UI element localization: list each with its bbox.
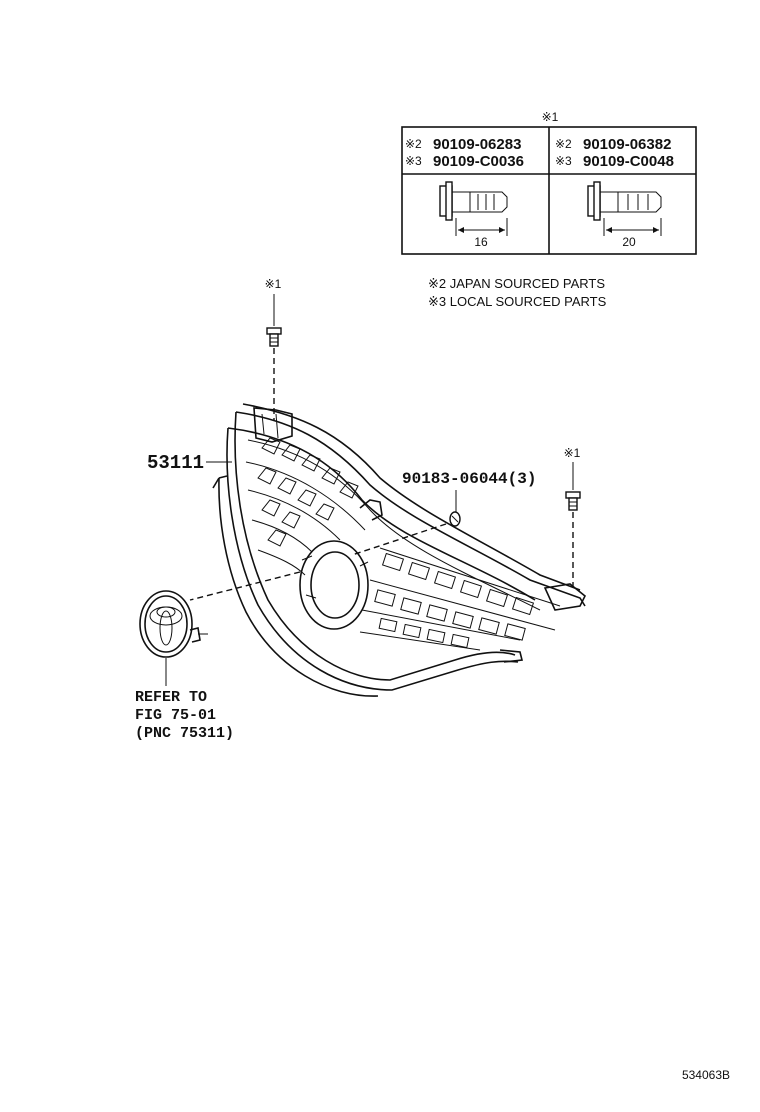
col2-row1-mark: ※2 [555,137,572,151]
bolt-left-icon [266,327,282,347]
bolt-20-icon [587,181,662,236]
note-local-sourced: ※3 LOCAL SOURCED PARTS [428,294,607,309]
table-column-1: ※2 90109-06283 ※3 90109-C0036 16 [405,136,524,249]
diagram-id: 534063B [682,1068,730,1082]
col1-row2-mark: ※3 [405,154,422,168]
emblem-ref-line3: (PNC 75311) [135,725,234,742]
bolt-right-icon [565,491,581,511]
grille-part-number: 53111 [147,452,204,474]
clip-icon [449,511,461,527]
bolt-16-length: 16 [474,235,488,249]
clip-part-number: 90183-06044(3) [402,470,536,488]
table-column-2: ※2 90109-06382 ※3 90109-C0048 20 [555,136,674,249]
col2-row1-part: 90109-06382 [583,136,671,153]
bolt-20-length: 20 [622,235,636,249]
note-japan-sourced: ※2 JAPAN SOURCED PARTS [428,276,605,291]
col1-row1-part: 90109-06283 [433,136,521,153]
bolt-left-mark: ※1 [265,277,282,291]
bolt-right-mark: ※1 [564,446,581,460]
col2-row2-part: 90109-C0048 [583,153,674,170]
col2-row2-mark: ※3 [555,154,572,168]
fastener-table: ※1 ※2 90109-06283 ※3 90109-C0036 [401,110,697,255]
bolt-16-icon [439,181,508,236]
col1-row2-part: 90109-C0036 [433,153,524,170]
radiator-grille [212,403,587,697]
table-header-mark: ※1 [542,110,559,124]
col1-row1-mark: ※2 [405,137,422,151]
emblem-ref-line2: FIG 75-01 [135,707,216,724]
toyota-emblem-icon [139,590,208,658]
emblem-ref-line1: REFER TO [135,689,207,706]
